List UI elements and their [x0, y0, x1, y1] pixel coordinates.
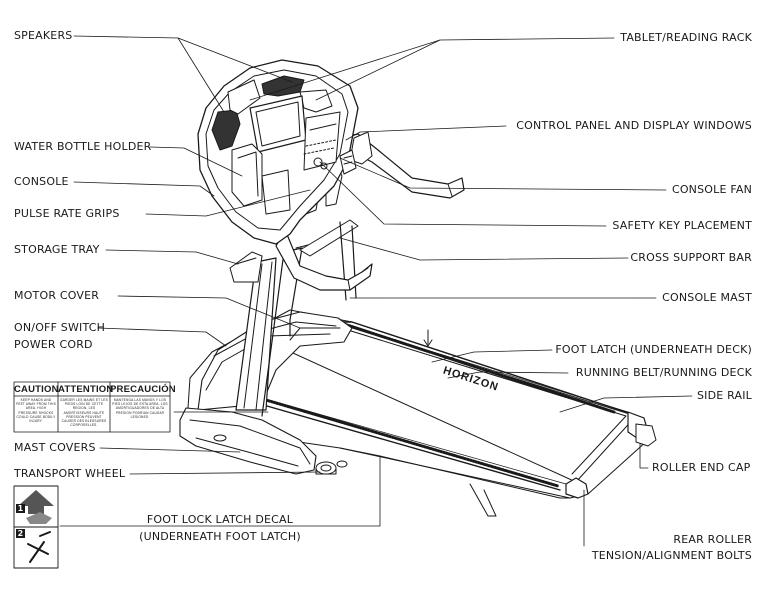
label-tension-alignment-bolts: TENSION/ALIGNMENT BOLTS — [591, 549, 752, 562]
label-tablet-reading-rack: TABLET/READING RACK — [620, 31, 752, 44]
label-control-panel: CONTROL PANEL AND DISPLAY WINDOWS — [516, 119, 752, 132]
label-power-cord: POWER CORD — [14, 338, 93, 351]
label-cross-support-bar: CROSS SUPPORT BAR — [630, 251, 752, 264]
warning-body-es: MANTENGA LAS MANOS Y LOS PIES LEJOS DE E… — [112, 398, 168, 419]
label-safety-key: SAFETY KEY PLACEMENT — [612, 219, 752, 232]
label-mast-covers: MAST COVERS — [14, 441, 96, 454]
foot-lock-step-1: 1 — [17, 504, 24, 513]
label-storage-tray: STORAGE TRAY — [14, 243, 100, 256]
leader-lines — [59, 35, 693, 547]
label-onoff-switch: ON/OFF SWITCH — [14, 321, 106, 334]
foot-lock-step-2: 2 — [17, 529, 24, 538]
label-transport-wheel: TRANSPORT WHEEL — [14, 467, 126, 480]
label-rear-roller: REAR ROLLER — [673, 533, 752, 546]
label-motor-cover: MOTOR COVER — [14, 289, 100, 302]
warning-heading-attention: ATTENTION — [58, 384, 114, 395]
foot-lock-decal-box — [13, 485, 59, 569]
label-water-bottle-holder: WATER BOTTLE HOLDER — [14, 140, 152, 153]
label-side-rail: SIDE RAIL — [696, 389, 752, 402]
label-pulse-rate-grips: PULSE RATE GRIPS — [14, 207, 120, 220]
warning-heading-caution: CAUTION — [14, 384, 59, 395]
warning-body-en: KEEP HANDS AND FEET AWAY FROM THIS AREA.… — [16, 398, 56, 424]
label-console: CONSOLE — [14, 175, 69, 188]
label-console-mast: CONSOLE MAST — [662, 291, 752, 304]
label-underneath-foot-latch: (UNDERNEATH FOOT LATCH) — [139, 530, 301, 543]
warning-decal-box — [13, 381, 171, 433]
label-running-belt: RUNNING BELT/RUNNING DECK — [575, 366, 752, 379]
console-shape — [197, 59, 359, 245]
console-mast-shape — [229, 219, 359, 417]
label-roller-end-cap: ROLLER END CAP — [652, 461, 751, 474]
label-speakers: SPEAKERS — [14, 29, 73, 42]
warning-body-fr: GARDER LES MAINS ET LES PIEDS LOIN DE CE… — [60, 398, 108, 428]
label-console-fan: CONSOLE FAN — [671, 183, 752, 196]
label-foot-latch: FOOT LATCH (UNDERNEATH DECK) — [555, 343, 752, 356]
label-foot-lock-latch-decal: FOOT LOCK LATCH DECAL — [146, 513, 294, 526]
warning-heading-precaucion: PRECAUCIÓN — [110, 384, 176, 395]
motor-cover-shape — [179, 311, 353, 475]
